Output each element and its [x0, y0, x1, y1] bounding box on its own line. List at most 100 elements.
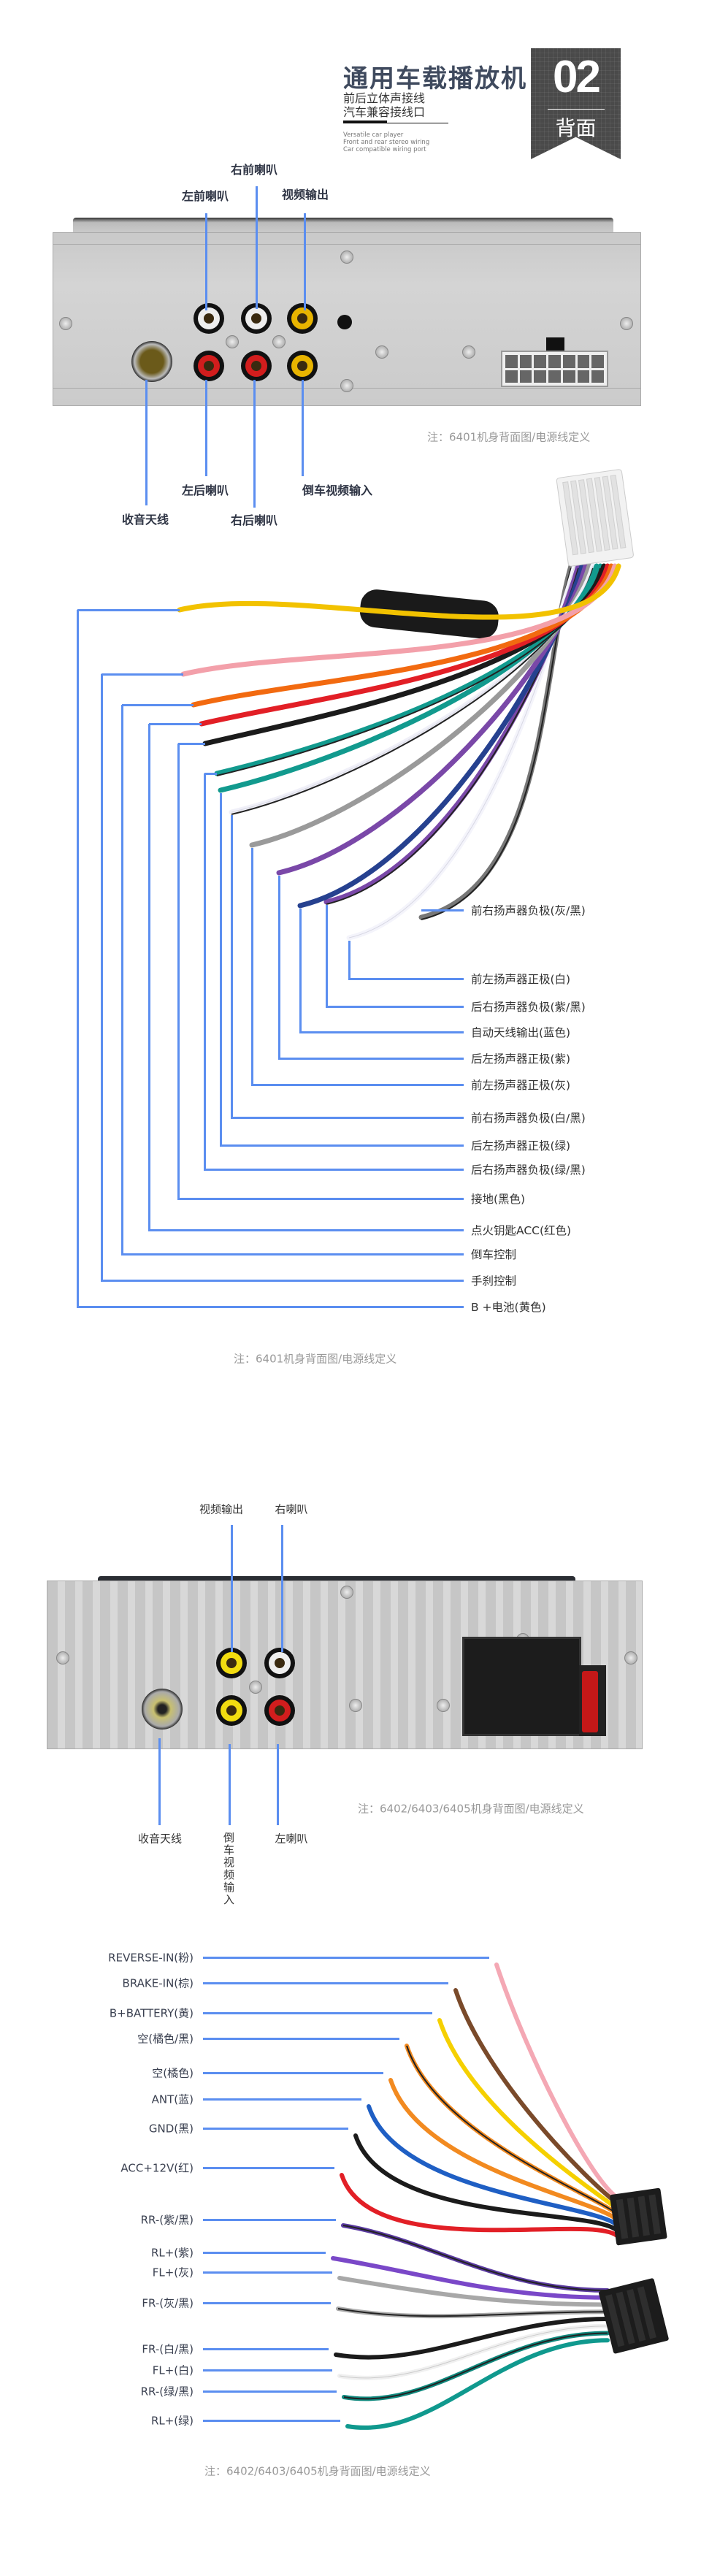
- wire: [334, 2317, 610, 2360]
- wire-label: 手刹控制: [471, 1274, 517, 1288]
- label-video-out: 视频输出: [199, 1502, 244, 1516]
- wire: [177, 563, 621, 620]
- pointer-line: [251, 848, 253, 1086]
- pointer-line: [304, 213, 306, 310]
- pointer-line: [252, 1084, 464, 1086]
- pointer-line: [145, 380, 148, 505]
- pointer-line: [203, 2219, 336, 2221]
- badge-divider: [548, 109, 605, 110]
- pointer-line: [204, 773, 217, 775]
- wire-label: RL+(紫): [150, 2246, 194, 2260]
- wire-label: B +电池(黄色): [471, 1301, 546, 1314]
- wire-label: RL+(绿): [150, 2414, 194, 2428]
- wire-label: 自动天线输出(蓝色): [471, 1026, 571, 1039]
- wire: [437, 2018, 618, 2210]
- label-right-speaker: 右喇叭: [275, 1502, 308, 1516]
- wire: [340, 2173, 618, 2238]
- wire-label: 前左扬声器正极(灰): [471, 1079, 571, 1092]
- pointer-line: [421, 909, 464, 911]
- wire-label: REVERSE-IN(粉): [108, 1951, 194, 1965]
- pointer-line: [299, 909, 302, 1033]
- screw-icon: [59, 317, 72, 330]
- pointer-line: [203, 2252, 326, 2254]
- screw-icon: [272, 335, 286, 348]
- label-antenna: 收音天线: [121, 513, 169, 527]
- wire-label: 后右扬声器负极(绿/黑): [471, 1163, 586, 1177]
- pointer-line: [121, 705, 123, 1255]
- pointer-line: [101, 1280, 464, 1282]
- fuse-holder: [579, 1665, 606, 1736]
- pointer-line: [277, 1744, 279, 1825]
- pointer-line: [122, 704, 194, 706]
- wire-label: ACC+12V(红): [120, 2161, 194, 2175]
- wire: [405, 2044, 618, 2216]
- wire-label: 后左扬声器正极(绿): [471, 1139, 571, 1153]
- pointer-line: [203, 2420, 340, 2422]
- screw-icon: [620, 317, 633, 330]
- wire-label: FR-(灰/黑): [142, 2296, 194, 2310]
- plug-slot: [605, 2294, 625, 2347]
- screw-icon: [340, 251, 353, 264]
- subtitle-2: 汽车兼容接线口: [343, 105, 426, 119]
- plug-pin: [586, 478, 602, 552]
- plug-pin: [602, 475, 618, 550]
- pointer-line: [203, 2348, 329, 2350]
- wire-label: 倒车控制: [471, 1248, 517, 1261]
- wire-label: B+BATTERY(黄): [109, 2006, 194, 2020]
- page-title: 通用车载播放机: [343, 64, 527, 93]
- screw-icon: [340, 379, 353, 392]
- pointer-line: [279, 1058, 464, 1060]
- pointer-line: [204, 1169, 464, 1171]
- wire-stripe: [342, 2225, 608, 2291]
- pointer-line: [203, 2038, 399, 2040]
- wire-label: 空(橘色): [152, 2066, 194, 2080]
- label-rear-right: 右后喇叭: [230, 513, 278, 527]
- pointer-line: [203, 2098, 361, 2101]
- pointer-line: [205, 380, 207, 476]
- pointer-line: [231, 1117, 464, 1119]
- connector-tab: [546, 337, 564, 352]
- label-antenna: 收音天线: [137, 1832, 183, 1846]
- label-left-speaker: 左喇叭: [275, 1832, 308, 1846]
- label-reverse-video: 倒车视频输入: [223, 1831, 235, 1906]
- pointer-line: [101, 674, 103, 1282]
- pointer-line: [220, 793, 222, 1147]
- label-reverse-video: 倒车视频输入: [302, 484, 373, 497]
- label-front-left: 左前喇叭: [181, 189, 229, 203]
- wire-label: RR-(绿/黑): [140, 2385, 194, 2399]
- pointer-line: [256, 186, 258, 309]
- pointer-line: [149, 723, 202, 725]
- pointer-line: [149, 1229, 464, 1231]
- plug-slot: [637, 2286, 656, 2339]
- plug-slot: [648, 2194, 661, 2235]
- wire-label: BRAKE-IN(棕): [122, 1976, 194, 1990]
- plug-slot: [616, 2291, 635, 2344]
- wire: [367, 2104, 618, 2227]
- wire-stripe: [343, 2332, 608, 2400]
- english-line-1: Versatile car player: [343, 131, 404, 139]
- pointer-line: [77, 609, 180, 611]
- wire-label: FL+(灰): [152, 2266, 194, 2279]
- iso-plug: [610, 2187, 667, 2246]
- pointer-line: [203, 2302, 331, 2304]
- pointer-line: [326, 1006, 464, 1008]
- wire-label: 接地(黑色): [471, 1193, 526, 1206]
- wire-label: 前右扬声器负极(灰/黑): [471, 904, 586, 917]
- pointer-line: [231, 815, 233, 1119]
- harness2-note: 注：6402/6403/6405机身背面图/电源线定义: [204, 2464, 431, 2478]
- pointer-line: [348, 941, 350, 980]
- wire: [453, 1988, 618, 2205]
- pointer-line: [221, 1144, 464, 1147]
- device2-top-edge: [98, 1576, 575, 1582]
- badge-number: 02: [553, 52, 601, 102]
- wire: [388, 2078, 618, 2221]
- pointer-line: [278, 876, 280, 1060]
- video-out-rca-jack: [287, 303, 318, 334]
- harness1-note: 注：6401机身背面图/电源线定义: [234, 1352, 397, 1366]
- plug-pin: [562, 481, 579, 556]
- screw-icon: [56, 1651, 69, 1665]
- wire-label: GND(黑): [148, 2122, 194, 2136]
- wire-label: ANT(蓝): [151, 2092, 194, 2106]
- reverse-video-rca-jack: [287, 351, 318, 381]
